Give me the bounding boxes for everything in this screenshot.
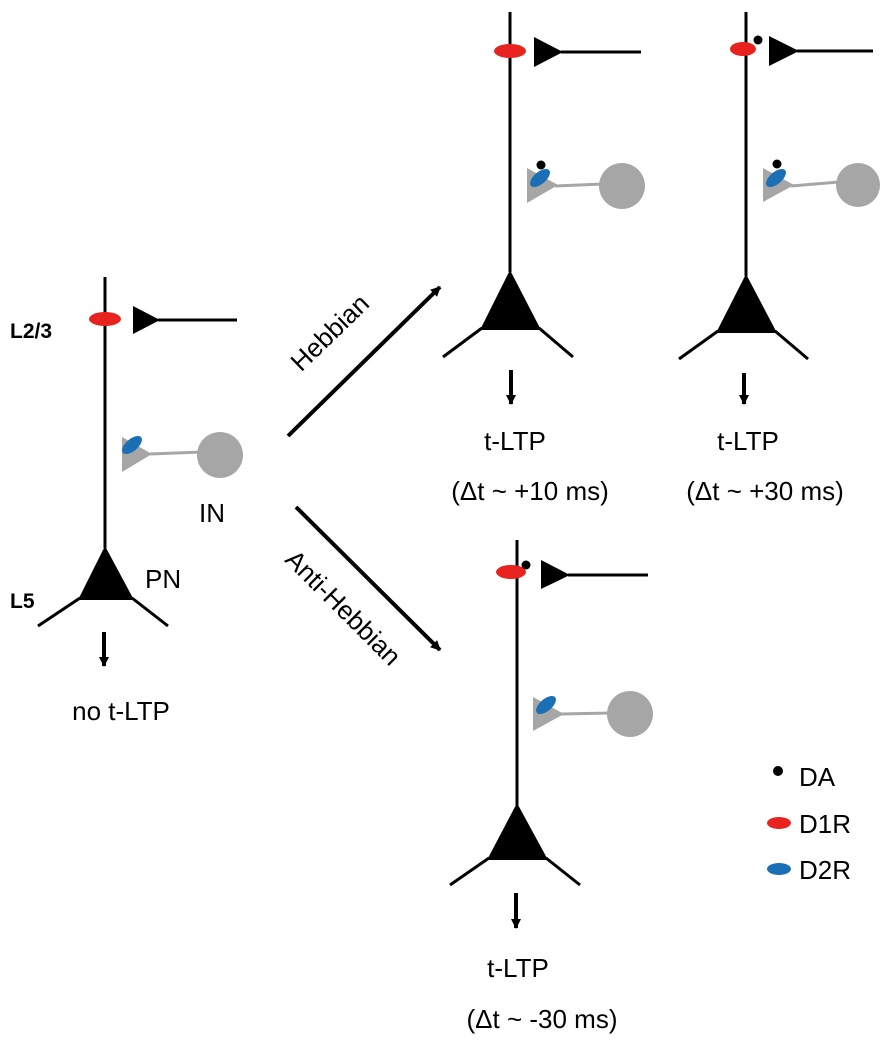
legend: DA D1R D2R (767, 762, 851, 885)
pn-soma (487, 803, 548, 860)
hebbian-10-result: t-LTP (484, 426, 546, 456)
legend-d1r-label: D1R (799, 809, 851, 839)
in-soma (599, 163, 645, 209)
in-label: IN (199, 498, 225, 528)
pn-basal-dendrite-left (678, 329, 719, 361)
legend-d2r-marker (767, 863, 791, 875)
legend-da-marker (773, 766, 783, 776)
in-soma (197, 432, 243, 478)
pn-basal-dendrite-left (442, 326, 483, 359)
pn-soma (78, 546, 134, 600)
hebbian-pathway: Hebbian (284, 285, 442, 438)
in-axon (149, 450, 203, 456)
excitatory-terminal (769, 36, 799, 66)
pn-basal-dendrite-left (37, 596, 81, 628)
legend-d2r-label: D2R (799, 855, 851, 885)
hebbian-10-timing: (Δt ~ +10 ms) (451, 476, 609, 506)
anti-hebbian-pathway: Anti-Hebbian (280, 505, 442, 672)
layer-label-upper: L2/3 (10, 320, 52, 343)
excitatory-terminal (133, 306, 160, 334)
d2r-receptor (122, 436, 142, 454)
legend-da-label: DA (799, 762, 836, 792)
in-axon (554, 182, 604, 188)
excitatory-terminal (534, 37, 563, 67)
d2r-receptor (530, 169, 550, 187)
layer-label-lower: L5 (10, 590, 35, 613)
control-neuron-panel (37, 277, 243, 667)
control-result: no t-LTP (72, 696, 170, 726)
pn-basal-dendrite-right (538, 326, 574, 359)
pn-soma (716, 274, 777, 333)
d1r-receptor (730, 42, 756, 56)
da-molecule (521, 560, 531, 570)
d2r-receptor (536, 696, 556, 714)
excitatory-terminal (541, 560, 570, 589)
d1r-receptor (89, 312, 121, 326)
anti-hebbian-label: Anti-Hebbian (280, 544, 408, 672)
in-soma (836, 163, 880, 207)
hebbian-arrow (286, 285, 442, 438)
pn-soma (480, 270, 541, 330)
da-molecule (753, 35, 763, 45)
legend-d1r-marker (767, 817, 791, 829)
pn-basal-dendrite-right (774, 329, 809, 361)
hebbian-30ms-panel (678, 12, 880, 405)
in-soma (607, 691, 653, 737)
pn-label: PN (145, 564, 181, 594)
d2r-receptor (766, 169, 786, 187)
anti-hebbian-timing: (Δt ~ -30 ms) (467, 1004, 618, 1034)
anti-hebbian-arrow (294, 505, 442, 652)
hebbian-30-result: t-LTP (717, 426, 779, 456)
in-axon (790, 180, 840, 188)
hebbian-30-timing: (Δt ~ +30 ms) (686, 476, 844, 506)
hebbian-10ms-panel (442, 12, 645, 405)
da-molecule (536, 160, 546, 170)
in-axon (560, 711, 611, 716)
anti-hebbian-30ms-panel (449, 540, 653, 929)
pn-basal-dendrite-right (131, 596, 169, 628)
anti-hebbian-result: t-LTP (487, 953, 549, 983)
d1r-receptor (496, 565, 526, 579)
da-molecule (772, 159, 782, 169)
pn-basal-dendrite-left (449, 856, 490, 887)
pn-basal-dendrite-right (545, 856, 581, 887)
d1r-receptor (494, 44, 526, 58)
